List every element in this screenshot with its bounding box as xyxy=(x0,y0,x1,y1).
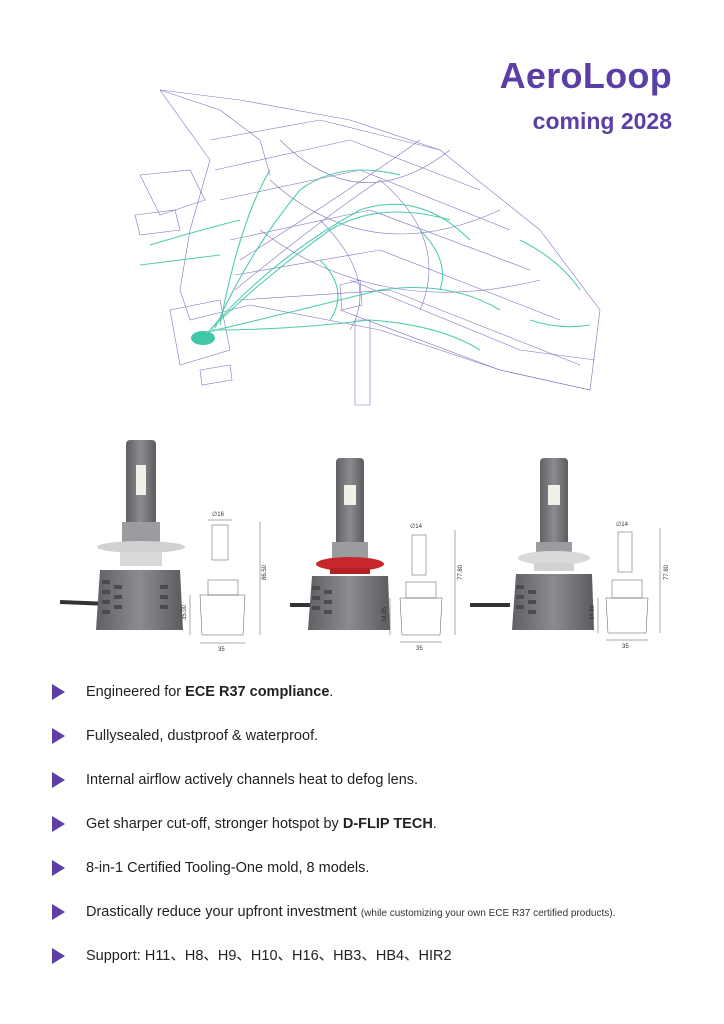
brand-subtitle: coming 2028 xyxy=(532,108,672,134)
bullet-triangle-icon xyxy=(52,948,65,964)
feature-item: Engineered for ECE R37 compliance. xyxy=(52,683,692,727)
width-label: 35 xyxy=(416,646,423,652)
feature-item: 8-in-1 Certified Tooling-One mold, 8 mod… xyxy=(52,859,692,903)
feature-item: Drastically reduce your upfront investme… xyxy=(52,903,692,947)
bulb-2 xyxy=(308,458,390,630)
bullet-triangle-icon xyxy=(52,728,65,744)
base-height-label: 34.80 xyxy=(590,604,596,620)
feature-item: Fullysealed, dustproof & waterproof. xyxy=(52,727,692,771)
feature-item: Support: H11、H8、H9、H10、H16、HB3、HB4、HIR2 xyxy=(52,947,692,991)
feature-text: Get sharper cut-off, stronger hotspot by… xyxy=(86,816,437,832)
airflow-source xyxy=(191,331,215,345)
base-height-label: 35.00 xyxy=(182,604,188,620)
diameter-label: ∅16 xyxy=(212,511,225,518)
headlamp-airflow-illustration xyxy=(134,89,601,406)
feature-item: Internal airflow actively channels heat … xyxy=(52,771,692,815)
dimension-drawing-1 xyxy=(189,519,261,644)
feature-text: 8-in-1 Certified Tooling-One mold, 8 mod… xyxy=(86,860,370,876)
bulb-1 xyxy=(96,440,185,630)
base-height-label: 34.95 xyxy=(382,606,388,622)
width-label: 35 xyxy=(622,644,629,650)
height-label: 86.50 xyxy=(262,564,268,580)
feature-text: Internal airflow actively channels heat … xyxy=(86,772,419,788)
feature-text: Support: H11、H8、H9、H10、H16、HB3、HB4、HIR2 xyxy=(86,948,452,964)
height-label: 77.80 xyxy=(664,564,670,580)
bullet-triangle-icon xyxy=(52,904,65,920)
feature-item: Get sharper cut-off, stronger hotspot by… xyxy=(52,815,692,859)
feature-text: Engineered for ECE R37 compliance. xyxy=(86,684,334,700)
bullet-triangle-icon xyxy=(52,860,65,876)
bulb-3 xyxy=(512,458,594,630)
diameter-label: ∅14 xyxy=(616,521,629,528)
brand-title: AeroLoop xyxy=(499,55,672,96)
dimension-drawing-3 xyxy=(597,528,661,641)
width-label: 35 xyxy=(218,647,225,653)
product-lineup: ∅16 86.50 35.00 35 ∅14 77.80 xyxy=(59,440,670,653)
bullet-triangle-icon xyxy=(52,772,65,788)
product-2: ∅14 77.80 34.95 35 xyxy=(290,458,464,652)
feature-text: Fullysealed, dustproof & waterproof. xyxy=(86,728,319,744)
product-1: ∅16 86.50 35.00 35 xyxy=(59,440,268,653)
bullet-triangle-icon xyxy=(52,684,65,700)
feature-text: Drastically reduce your upfront investme… xyxy=(86,904,616,920)
header: AeroLoop coming 2028 xyxy=(500,54,672,135)
feature-list: Engineered for ECE R37 compliance. Fully… xyxy=(52,683,692,991)
product-3: ∅14 77.80 34.80 35 xyxy=(470,458,670,650)
dimension-drawing-2 xyxy=(389,530,456,643)
bullet-triangle-icon xyxy=(52,816,65,832)
diameter-label: ∅14 xyxy=(410,523,423,530)
height-label: 77.80 xyxy=(458,564,464,580)
